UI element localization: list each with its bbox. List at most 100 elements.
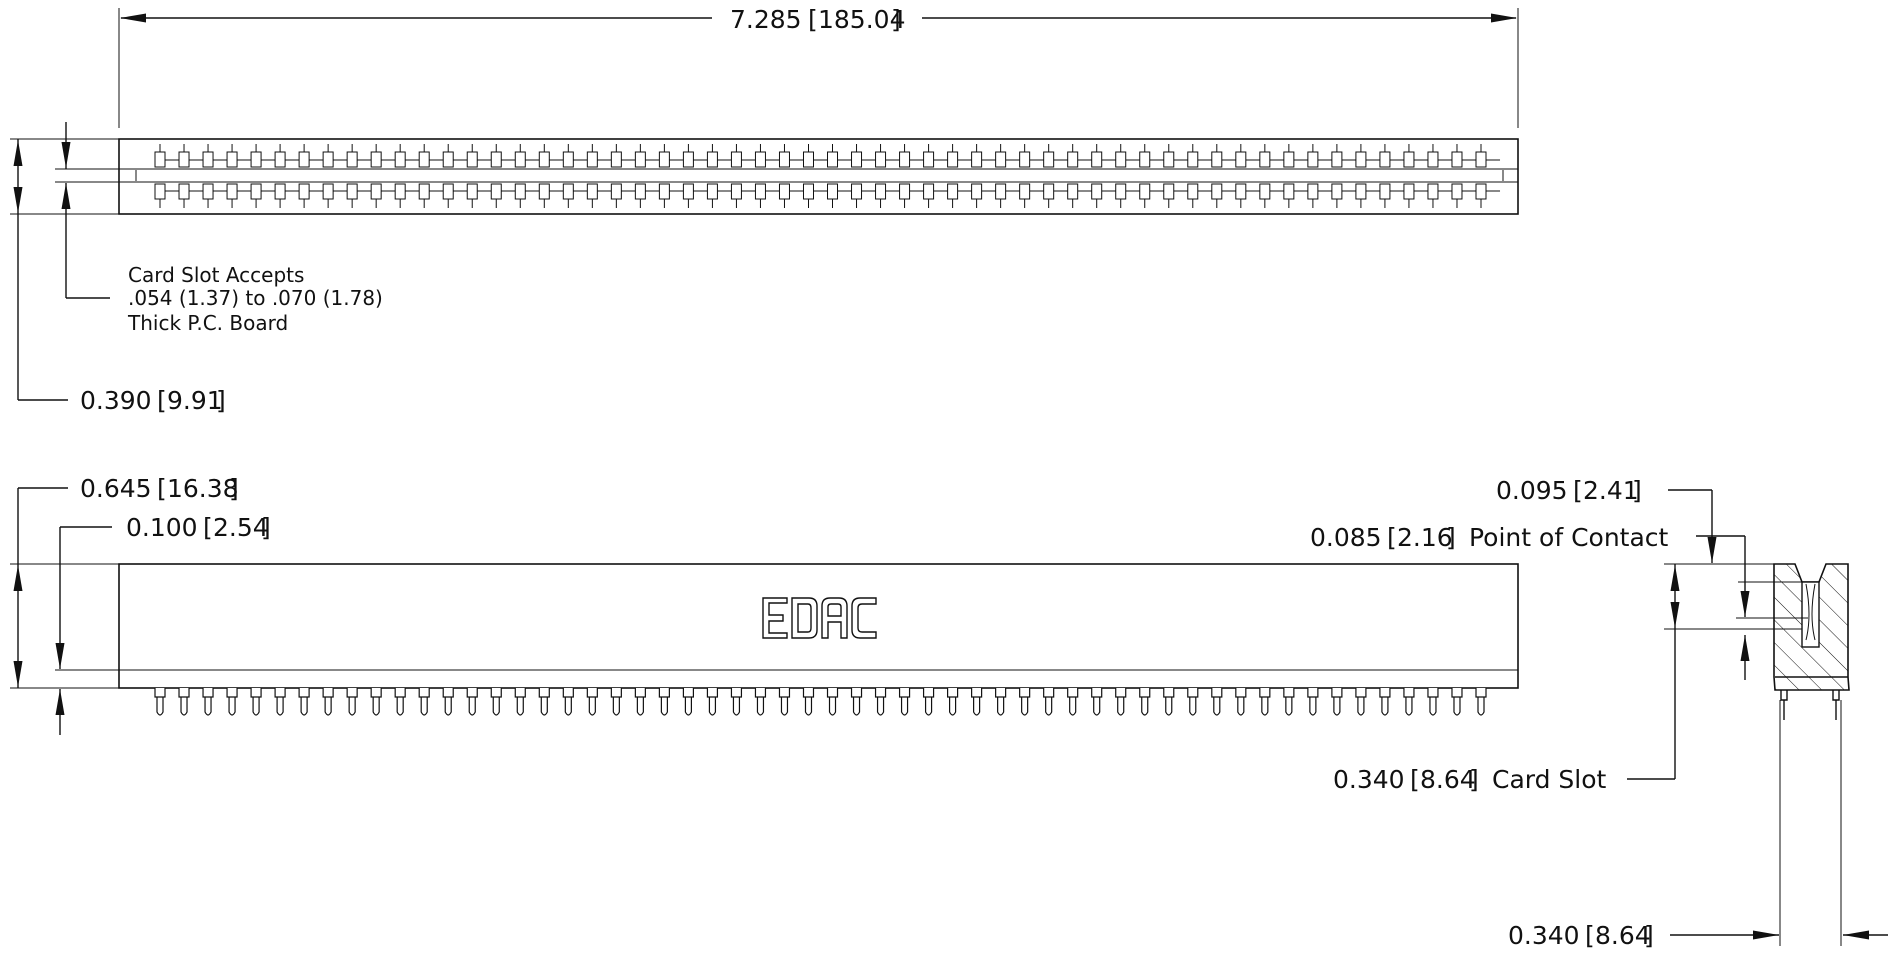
contact-pair <box>851 144 876 208</box>
contact-pair <box>1283 144 1308 208</box>
height-metric: 9.91 <box>167 386 223 415</box>
solder-tail <box>370 688 382 716</box>
solder-tail <box>826 688 839 716</box>
contact-pair <box>1163 144 1188 208</box>
slot-top-bracket-close: ] <box>1632 476 1642 505</box>
solder-tail <box>226 688 238 716</box>
side-height-bracket-open: [ <box>157 474 167 503</box>
solder-tail <box>1451 688 1463 716</box>
card-slot-note-line2: .054 (1.37) to .070 (1.78) <box>128 286 383 310</box>
point-of-contact-dimension: 0.085 [ 2.16 ] Point of Contact <box>1310 523 1808 680</box>
side-height-dimension: 0.645 [ 16.38 ] <box>10 474 239 689</box>
contact-pair <box>995 144 1020 208</box>
contact-pair <box>1043 144 1068 208</box>
solder-tail <box>154 688 166 716</box>
solder-tail <box>1355 688 1367 716</box>
card-slot-value: 0.340 <box>1333 765 1405 794</box>
contact-pair <box>1139 144 1164 208</box>
solder-tail <box>394 688 406 716</box>
tail-offset-metric: 2.54 <box>213 513 269 542</box>
solder-tail <box>418 688 430 716</box>
solder-tail <box>971 688 983 716</box>
contact-pair <box>971 144 996 208</box>
edac-logo <box>762 597 877 639</box>
card-slot-note-line1: Card Slot Accepts <box>128 263 304 287</box>
solder-tail <box>682 688 694 716</box>
solder-tail <box>1259 688 1271 716</box>
card-slot-label: Card Slot <box>1492 765 1607 794</box>
solder-tail <box>1475 688 1487 716</box>
side-contact-right <box>1811 583 1816 641</box>
tail-offset-bracket-close: ] <box>261 513 271 542</box>
solder-tail <box>1235 688 1247 716</box>
contact-pair <box>706 144 732 208</box>
solder-tail <box>562 688 574 716</box>
height-bracket-close: ] <box>216 386 226 415</box>
contact-pair <box>1403 144 1428 208</box>
contact-pair <box>1235 144 1260 208</box>
solder-tail <box>754 688 767 716</box>
row-spacing-metric: 8.64 <box>1595 921 1651 950</box>
card-slot-metric: 8.64 <box>1420 765 1476 794</box>
contact-pair <box>778 144 804 208</box>
contact-pair <box>538 144 564 208</box>
front-view: 0.645 [ 16.38 ] 0.100 [ 2.54 ] <box>10 474 1519 735</box>
solder-tail <box>1211 688 1223 716</box>
side-height-bracket-close: ] <box>229 474 239 503</box>
solder-tail <box>1427 688 1439 716</box>
card-slot-note-line3: Thick P.C. Board <box>127 311 288 335</box>
contact-pair <box>947 144 972 208</box>
contact-pair <box>1451 144 1476 208</box>
tail-offset-value: 0.100 <box>126 513 198 542</box>
contact-pair <box>923 144 948 208</box>
solder-tail <box>490 688 502 716</box>
contact-pair <box>899 144 924 208</box>
solder-tail <box>538 688 550 716</box>
solder-tail <box>586 688 598 716</box>
contact-pair <box>610 144 636 208</box>
card-slot-dimension: 0.340 [ 8.64 ] Card Slot <box>1333 563 1802 794</box>
side-pin-left <box>1780 690 1788 720</box>
contact-pair <box>418 144 444 208</box>
solder-tail <box>442 688 454 716</box>
solder-tail <box>634 688 646 716</box>
solder-tail <box>298 688 310 716</box>
contact-pair <box>154 144 180 208</box>
contact-pair <box>1379 144 1404 208</box>
side-card-slot <box>1801 581 1820 648</box>
overall-length-bracket-close: ] <box>891 5 901 34</box>
height-dimension: 0.390 [ 9.91 ] <box>10 138 226 415</box>
point-of-contact-label: Point of Contact <box>1469 523 1669 552</box>
contact-pair <box>827 144 852 208</box>
contact-pair <box>274 144 300 208</box>
contact-pair <box>1115 144 1140 208</box>
solder-tail <box>658 688 670 716</box>
solder-tail <box>1283 688 1295 716</box>
side-pin-right <box>1832 690 1840 720</box>
height-value: 0.390 <box>80 386 152 415</box>
solder-tail <box>1043 688 1055 716</box>
side-view: 0.095 [ 2.41 ] 0.085 [ 2.16 ] Point of C… <box>1310 476 1888 950</box>
contact-pair <box>466 144 492 208</box>
side-height-value: 0.645 <box>80 474 152 503</box>
tail-offset-bracket-open: [ <box>203 513 213 542</box>
solder-tail <box>1091 688 1103 716</box>
contact-pair <box>1427 144 1452 208</box>
contact-pair <box>250 144 276 208</box>
point-of-contact-metric: 2.16 <box>1397 523 1453 552</box>
contact-pair <box>802 144 828 208</box>
solder-tail <box>1379 688 1391 716</box>
contact-pair <box>658 144 684 208</box>
row-spacing-dimension: 0.340 [ 8.64 ] <box>1508 921 1888 950</box>
top-view: 7.285 [ 185.04 ] 0.390 [ 9.91 ] <box>10 5 1519 415</box>
contact-pair <box>634 144 660 208</box>
overall-length-dimension: 7.285 [ 185.04 ] <box>118 5 1519 128</box>
overall-length-metric: 185.04 <box>818 5 905 34</box>
contact-pair <box>322 144 348 208</box>
height-bracket-open: [ <box>157 386 167 415</box>
point-of-contact-value: 0.085 <box>1310 523 1382 552</box>
contact-pair <box>394 144 420 208</box>
solder-tail <box>1115 688 1127 716</box>
solder-tail <box>778 688 791 716</box>
contact-pair <box>875 144 900 208</box>
